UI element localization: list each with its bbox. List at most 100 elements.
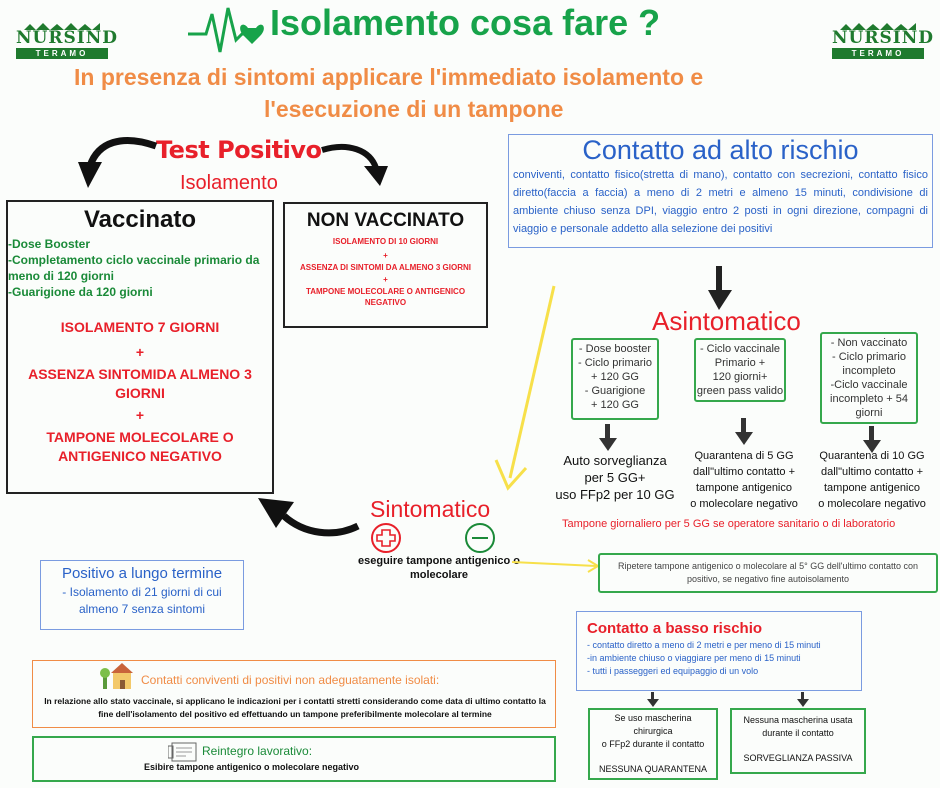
logo-city: TERAMO bbox=[832, 48, 924, 59]
reintegro-text: Esibire tampone antigenico o molecolare … bbox=[144, 762, 360, 772]
list-item: - Non vaccinato bbox=[830, 337, 908, 349]
reintegro-title: Reintegro lavorativo: bbox=[202, 744, 313, 758]
sintomatico-title: Sintomatico bbox=[370, 496, 491, 522]
box-line: Se uso mascherina bbox=[614, 713, 692, 723]
plus-sign: + bbox=[383, 251, 388, 260]
logo-crown-icon bbox=[24, 23, 100, 30]
non-vaccinato-rule1: ISOLAMENTO DI 10 GIORNI bbox=[332, 237, 439, 246]
asintomatico-col2-box: - Ciclo vaccinale Primario + 120 giorni+… bbox=[694, 338, 786, 402]
non-vaccinato-box: NON VACCINATO ISOLAMENTO DI 10 GIORNI + … bbox=[283, 202, 488, 328]
isolamento-label: Isolamento bbox=[180, 172, 278, 194]
yellow-arrow-icon bbox=[494, 285, 556, 491]
list-item: -Completamento ciclo vaccinale primario … bbox=[8, 253, 260, 283]
vaccinato-rule1: ISOLAMENTO 7 GIORNI bbox=[60, 319, 220, 335]
document-icon bbox=[168, 742, 197, 762]
conviventi-text: In relazione allo stato vaccinale, si ap… bbox=[44, 696, 546, 719]
logo-city: TERAMO bbox=[16, 48, 108, 59]
vaccinato-rule2: ASSENZA SINTOMIDA ALMENO 3 GIORNI bbox=[28, 366, 252, 401]
result-line: tampone antigenico bbox=[695, 482, 792, 494]
logo-name: NURSIND bbox=[16, 28, 119, 48]
asintomatico-col3-result: Quarantena di 10 GG dall"ultimo contatto… bbox=[810, 448, 934, 512]
alto-rischio-text: conviventi, contatto fisico(stretta di m… bbox=[513, 169, 928, 235]
list-item: - tutti i passeggeri ed equipaggio di un… bbox=[587, 666, 759, 676]
result-line: dall"ultimo contatto + bbox=[692, 466, 796, 478]
subtitle-line1: In presenza di sintomi applicare l'immed… bbox=[74, 64, 704, 90]
sintomatico-action: eseguire tampone antigenico o molecolare bbox=[358, 555, 520, 581]
reintegro-box: Reintegro lavorativo: Esibire tampone an… bbox=[32, 736, 556, 782]
conviventi-box: Contatti conviventi di positivi non adeg… bbox=[32, 660, 556, 728]
list-item: - Dose booster bbox=[578, 343, 652, 355]
vaccinato-title: Vaccinato bbox=[83, 206, 197, 233]
asintomatico-col3-box: - Non vaccinato - Ciclo primario incompl… bbox=[820, 332, 918, 424]
result-line: Quarantena di 5 GG bbox=[694, 450, 794, 462]
conviventi-title: Contatti conviventi di positivi non adeg… bbox=[141, 673, 440, 687]
list-item: - contatto diretto a meno di 2 metri e p… bbox=[587, 640, 821, 650]
vaccinato-list: -Dose Booster -Completamento ciclo vacci… bbox=[8, 236, 272, 300]
lungo-termine-box: Positivo a lungo termine - Isolamento di… bbox=[40, 560, 244, 630]
logo-name: NURSIND bbox=[832, 28, 935, 48]
box-line: o FFp2 durante il contatto bbox=[601, 739, 705, 749]
minus-circle-icon bbox=[465, 523, 495, 553]
test-positivo-title: Test Positivo bbox=[156, 136, 322, 164]
basso-rischio-box: Contatto a basso rischio - contatto dire… bbox=[576, 611, 862, 691]
plus-sign: + bbox=[135, 407, 145, 423]
arrow-down-icon bbox=[797, 692, 809, 707]
yellow-arrow-right-icon bbox=[511, 559, 600, 573]
non-vaccinato-title: NON VACCINATO bbox=[306, 210, 465, 231]
logo-crown-icon bbox=[840, 23, 916, 30]
plus-circle-icon bbox=[371, 523, 401, 553]
list-item: -in ambiente chiuso o viaggiare per meno… bbox=[587, 653, 801, 663]
list-item: incompleto + 54 bbox=[830, 393, 908, 405]
result-line: Auto sorveglianza bbox=[563, 453, 667, 468]
list-item: + 120 GG bbox=[590, 371, 639, 383]
ripetere-box: Ripetere tampone antigenico o molecolare… bbox=[598, 553, 938, 593]
vaccinato-rule3: TAMPONE MOLECOLARE O ANTIGENICO NEGATIVO bbox=[46, 429, 234, 464]
box-line: NESSUNA QUARANTENA bbox=[598, 764, 708, 774]
list-item: -Ciclo vaccinale bbox=[830, 379, 908, 391]
list-item: incompleto bbox=[842, 365, 896, 377]
arrow-down-icon bbox=[647, 692, 659, 707]
result-line: o molecolare negativo bbox=[818, 498, 926, 510]
list-item: green pass valido bbox=[696, 385, 784, 397]
non-vaccinato-rule2: ASSENZA DI SINTOMI DA ALMENO 3 GIORNI bbox=[300, 263, 471, 272]
list-item: + 120 GG bbox=[590, 399, 639, 411]
alto-rischio-title: Contatto ad alto rischio bbox=[582, 135, 859, 165]
arrow-down-icon bbox=[599, 424, 617, 451]
list-item: - Ciclo primario bbox=[578, 357, 652, 369]
asintomatico-title: Asintomatico bbox=[652, 306, 801, 336]
list-item: -Dose Booster bbox=[8, 237, 91, 251]
box-line: Nessuna mascherina usata bbox=[743, 715, 853, 725]
curved-arrow-back-icon bbox=[258, 498, 360, 537]
arrow-down-icon bbox=[708, 266, 732, 310]
box-line: durante il contatto bbox=[762, 728, 834, 738]
plus-sign: + bbox=[383, 275, 388, 284]
lungo-termine-text: - Isolamento di 21 giorni di cui almeno … bbox=[62, 585, 222, 616]
curved-arrow-right-icon bbox=[321, 143, 388, 186]
list-item: - Guarigione bbox=[584, 385, 646, 397]
non-vaccinato-rule3: TAMPONE MOLECOLARE O ANTIGENICO NEGATIVO bbox=[305, 287, 466, 307]
subtitle-line2: l'esecuzione di un tampone bbox=[264, 96, 564, 122]
nessuna-quarantena-box: Se uso mascherina chirurgica o FFp2 dura… bbox=[588, 708, 718, 780]
asintomatico-col1-result: Auto sorveglianza per 5 GG+ uso FFp2 per… bbox=[552, 452, 678, 503]
alto-rischio-box: Contatto ad alto rischio conviventi, con… bbox=[508, 134, 933, 248]
arrow-down-icon bbox=[735, 418, 753, 445]
curved-arrow-left-icon bbox=[78, 136, 158, 188]
arrow-down-icon bbox=[863, 426, 881, 453]
result-line: tampone antigenico bbox=[823, 482, 920, 494]
house-icon bbox=[100, 663, 133, 689]
lungo-termine-title: Positivo a lungo termine bbox=[61, 565, 223, 582]
asintomatico-col1-box: - Dose booster - Ciclo primario + 120 GG… bbox=[571, 338, 659, 420]
page-title: Isolamento cosa fare ? bbox=[270, 2, 661, 43]
plus-sign: + bbox=[135, 344, 145, 360]
result-line: Quarantena di 10 GG bbox=[819, 450, 925, 462]
box-line: SORVEGLIANZA PASSIVA bbox=[743, 753, 853, 763]
list-item: - Ciclo primario bbox=[832, 351, 906, 363]
list-item: -Guarigione da 120 giorni bbox=[8, 285, 153, 299]
box-line: chirurgica bbox=[633, 726, 673, 736]
result-line: o molecolare negativo bbox=[690, 498, 798, 510]
asintomatico-col2-result: Quarantena di 5 GG dall"ultimo contatto … bbox=[682, 448, 806, 512]
basso-rischio-title: Contatto a basso rischio bbox=[587, 620, 763, 637]
list-item: 120 giorni+ bbox=[712, 371, 768, 383]
result-line: uso FFp2 per 10 GG bbox=[555, 487, 675, 502]
nursind-logo-left: NURSIND TERAMO bbox=[16, 23, 119, 62]
